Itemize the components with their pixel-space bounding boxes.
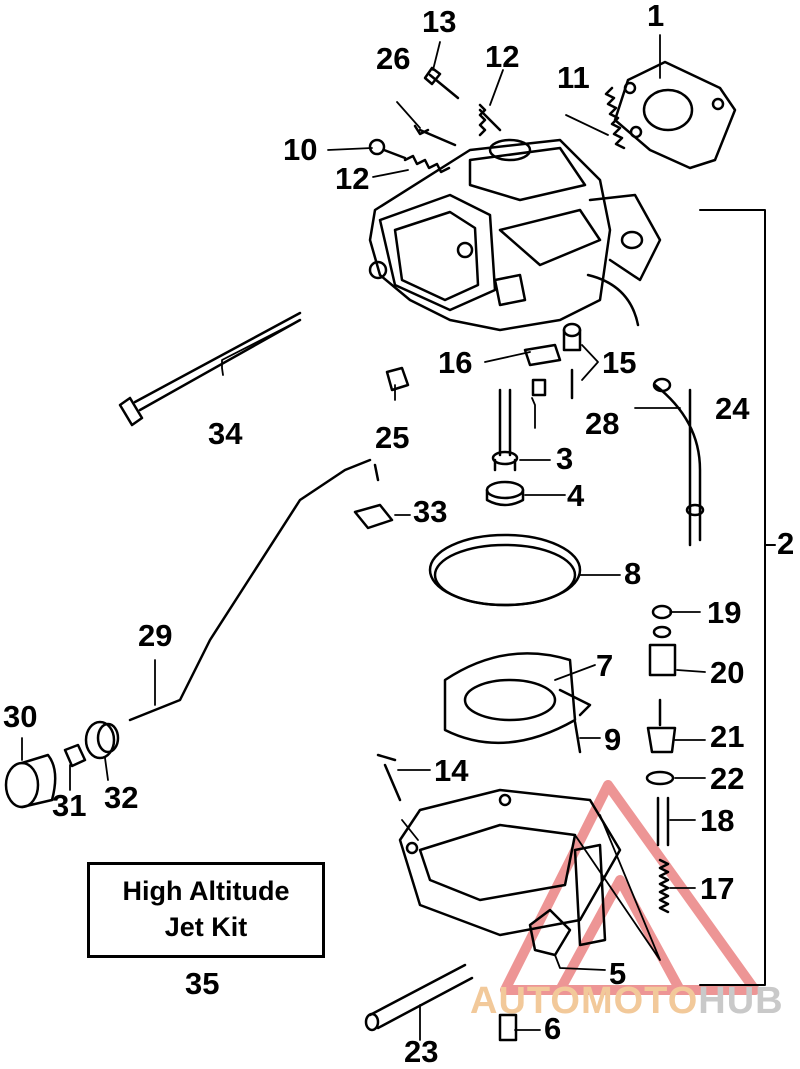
screw-10-part [368,138,407,160]
screw-26-part [413,124,457,147]
callout-part-6: 6 [544,1011,562,1046]
callout-part-34: 34 [208,416,243,451]
jet-20-part [648,625,677,677]
callout-part-14: 14 [434,753,469,788]
bowl-gasket-8-part [428,533,582,607]
callout-part-30: 30 [3,699,38,734]
spring-12a-part [478,103,502,137]
callout-part-5: 5 [609,956,627,991]
needle-21-part [646,698,677,754]
callout-part-10: 10 [283,132,318,167]
carburetor-body [368,138,662,332]
spring-12b-part [403,154,451,174]
float-bowl-part [398,788,622,937]
high-altitude-jet-kit-box: High Altitude Jet Kit [87,862,325,958]
callout-part-7: 7 [596,648,614,683]
screw-34-part [118,311,302,427]
jet-5-part [528,843,607,957]
kit-box-line2: Jet Kit [164,912,248,942]
callout-part-18: 18 [700,803,735,838]
knob-30-part [4,753,57,809]
screw-28-part [531,378,547,397]
o-ring-22-part [645,770,675,786]
watermark-text-a: AUTOMOTO [470,980,699,1022]
callout-part-26: 26 [376,41,411,76]
callout-part-11: 11 [557,60,590,95]
callout-part-17: 17 [700,871,735,906]
callout-part-16: 16 [438,345,473,380]
link-rod-29-part [128,458,380,722]
washer-32-part [84,720,120,760]
watermark-text-b: HUB [698,980,784,1022]
callout-part-21: 21 [710,719,745,754]
nut-31-part [63,743,87,768]
screw-14-part [376,753,402,802]
callout-part-28: 28 [585,406,620,441]
needle-valve-15-part [562,322,582,400]
callout-part-12a: 12 [485,39,520,74]
pin-9-part [573,720,582,754]
drain-screw-6-part [498,1013,518,1042]
callout-part-32: 32 [104,780,139,815]
callout-part-25: 25 [375,420,410,455]
callout-part-3: 3 [556,441,574,476]
callout-part-33: 33 [413,494,448,529]
float-7-part [443,652,592,745]
spring-17-part [658,858,670,914]
float-pad-4-part [485,480,525,507]
callout-part-23: 23 [404,1034,439,1069]
watermark-logo: AUTOMOTOHUB [470,980,784,1023]
callout-part-13: 13 [422,4,457,39]
callout-part-12b: 12 [335,161,370,196]
callout-part-2: 2 [777,526,795,561]
assembly-bracket-2 [699,209,776,986]
kit-box-line1: High Altitude [122,876,290,906]
screw-13-part [423,66,460,100]
callout-part-20: 20 [710,655,745,690]
tube-18-part [656,796,670,847]
gasket-part [613,60,737,170]
callout-part-4: 4 [567,478,585,513]
clip-16-part [523,343,562,367]
hose-24-part [586,273,705,547]
callout-part-19: 19 [707,595,742,630]
leader-lines [21,34,706,1041]
spring-11-part [604,86,626,150]
callout-part-1: 1 [647,0,665,33]
plug-25-part [385,366,410,392]
callout-part-15: 15 [602,345,637,380]
clip-33-part [353,503,394,530]
callout-part-29: 29 [138,618,173,653]
main-nozzle-3-part [491,388,519,472]
callout-part-22: 22 [710,761,745,796]
cap-19-part [651,604,673,620]
callout-part-8: 8 [624,556,642,591]
callout-part-35: 35 [185,966,220,1001]
callout-part-24: 24 [715,391,750,426]
callout-part-9: 9 [604,722,622,757]
hose-23-part [364,963,474,1032]
callout-part-31: 31 [52,788,87,823]
